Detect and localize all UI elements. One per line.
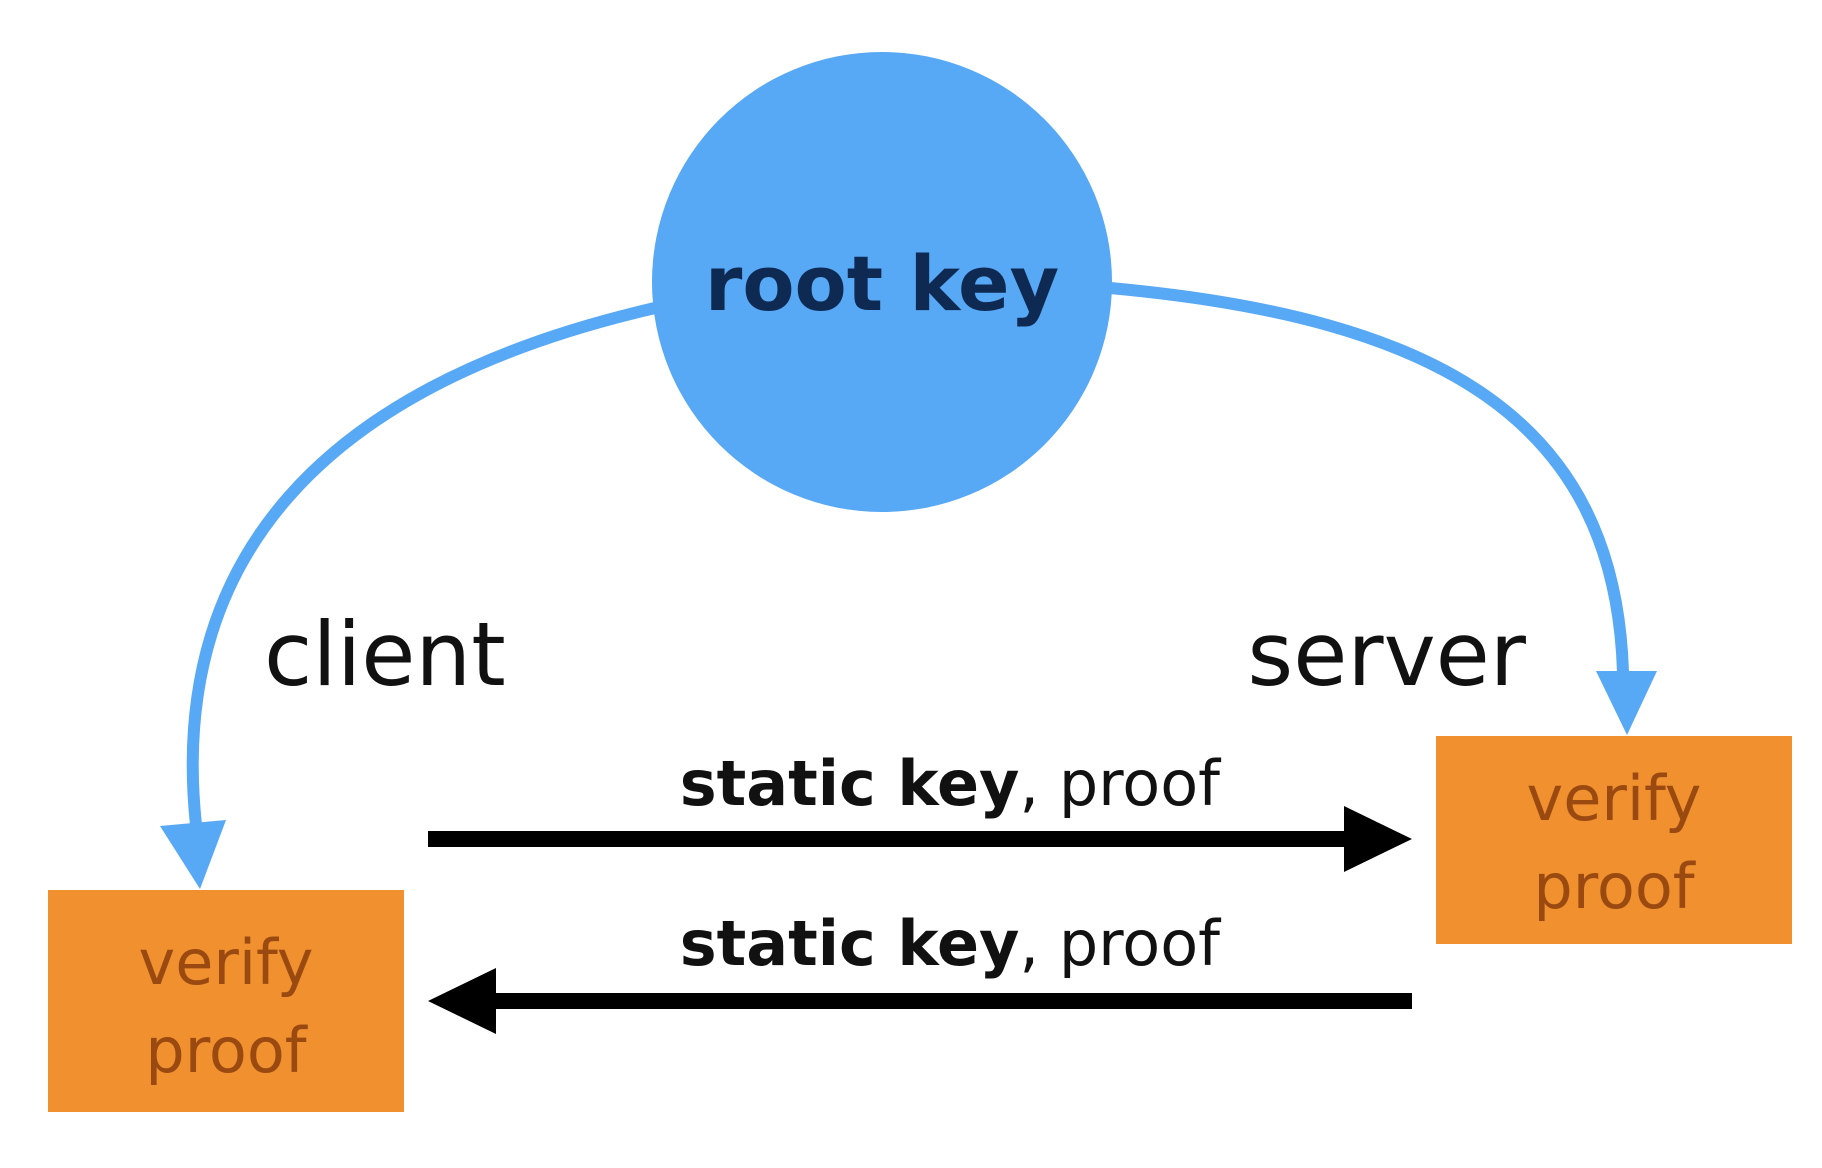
message-2-rest-text: , proof <box>1019 907 1222 980</box>
server-verify-box <box>1436 736 1792 944</box>
server-label: server <box>1247 603 1526 706</box>
server-verify-line1: verify <box>1527 762 1702 835</box>
client-verify-line2: proof <box>145 1014 308 1087</box>
client-label: client <box>264 603 506 706</box>
message-1-rest-text: , proof <box>1019 747 1222 820</box>
root-to-server-arrowhead <box>1596 671 1657 735</box>
message-1-key-text: static key <box>680 747 1020 820</box>
root-to-client-arrowhead <box>160 820 226 889</box>
message-1-label: static key, proof <box>680 747 1222 820</box>
root-key-node <box>652 52 1112 512</box>
message-2-arrowhead <box>428 968 496 1034</box>
root-to-server-curve <box>1109 282 1629 673</box>
client-verify-box <box>48 890 404 1112</box>
server-verify-line2: proof <box>1533 850 1696 923</box>
root-key-label: root key <box>705 239 1059 328</box>
client-verify-line1: verify <box>139 926 314 999</box>
root-to-client-curve <box>186 302 657 826</box>
message-2-label: static key, proof <box>680 907 1222 980</box>
message-2-key-text: static key <box>680 907 1020 980</box>
message-1-arrowhead <box>1344 806 1412 872</box>
